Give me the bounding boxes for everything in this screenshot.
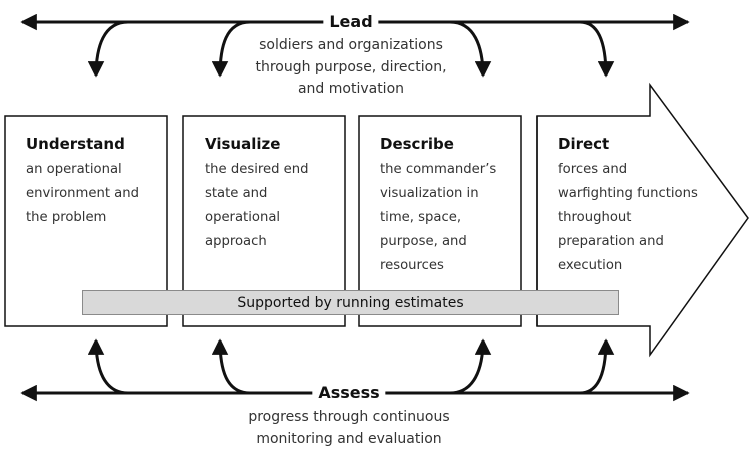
direct-line: warfighting functions	[558, 186, 698, 201]
assess-arrow-describe	[449, 338, 492, 395]
understand-line: environment and	[26, 186, 139, 201]
describe-line: time, space,	[380, 210, 462, 225]
assess-title: Assess	[312, 384, 386, 402]
visualize-card: Visualize the desired end state and oper…	[205, 134, 309, 254]
direct-line: execution	[558, 258, 623, 273]
assess-description-line: monitoring and evaluation	[256, 431, 442, 447]
assess-arrow-direct	[579, 338, 615, 395]
visualize-description: the desired end state and operational ap…	[205, 158, 309, 254]
assess-arrow-understand	[87, 338, 129, 395]
describe-card: Describe the commander’s visualization i…	[380, 134, 496, 278]
lead-arrow-understand	[87, 20, 129, 78]
direct-description: forces and warfighting functions through…	[558, 158, 698, 278]
describe-line: visualization in	[380, 186, 479, 201]
understand-line: the problem	[26, 210, 107, 225]
visualize-title: Visualize	[205, 135, 281, 153]
lead-arrow-describe	[449, 20, 492, 78]
assess-description-line: progress through continuous	[248, 409, 450, 425]
lead-description-line: through purpose, direction,	[255, 59, 447, 75]
understand-description: an operational environment and the probl…	[26, 158, 139, 230]
direct-line: preparation and	[558, 234, 664, 249]
lead-description-line: and motivation	[297, 81, 405, 97]
understand-card: Understand an operational environment an…	[26, 134, 139, 230]
understand-title: Understand	[26, 135, 125, 153]
visualize-line: state and	[205, 186, 268, 201]
describe-line: resources	[380, 258, 444, 273]
visualize-line: operational	[205, 210, 281, 225]
lead-arrow-visualize	[211, 20, 251, 78]
visualize-line: approach	[205, 234, 267, 249]
assess-arrow-visualize	[211, 338, 251, 395]
lead-description: soldiers and organizations through purpo…	[255, 34, 446, 100]
lead-title: Lead	[323, 13, 379, 31]
assess-description: progress through continuous monitoring a…	[248, 406, 449, 450]
describe-title: Describe	[380, 135, 454, 153]
running-estimates-banner: Supported by running estimates	[82, 290, 619, 315]
lead-arrow-direct	[579, 20, 615, 78]
understand-line: an operational	[26, 162, 122, 177]
direct-title: Direct	[558, 135, 610, 153]
direct-line: forces and	[558, 162, 628, 177]
process-arrow	[536, 82, 749, 358]
visualize-line: the desired end	[205, 162, 309, 177]
direct-line: throughout	[558, 210, 632, 225]
describe-line: purpose, and	[380, 234, 467, 249]
direct-card: Direct forces and warfighting functions …	[558, 134, 698, 278]
describe-description: the commander’s visualization in time, s…	[380, 158, 496, 278]
lead-description-line: soldiers and organizations	[259, 37, 443, 53]
describe-line: the commander’s	[380, 162, 497, 177]
